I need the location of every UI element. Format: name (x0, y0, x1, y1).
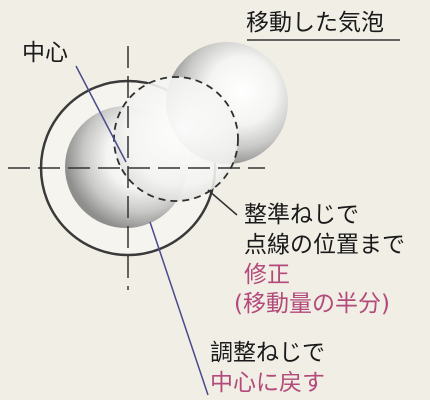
leveling-screw-label-line2: 点線の位置まで (244, 232, 405, 258)
center-label: 中心 (22, 40, 68, 66)
dashed-half-position (113, 76, 239, 202)
leveling-screw-label-line4: (移動量の半分) (234, 291, 390, 317)
adjusting-screw-label-line2: 中心に戻す (210, 370, 325, 396)
center-leader-line (75, 65, 127, 163)
adjusting-screw-label-line1: 調整ねじで (210, 340, 325, 366)
moved-bubble-label: 移動した気泡 (246, 10, 384, 36)
leveling-screw-label-line1: 整準ねじで (244, 202, 359, 228)
leveling-screw-leader-line (207, 189, 238, 216)
adjusting-screw-leader-line (149, 221, 209, 396)
leveling-screw-label-line3: 修正 (244, 262, 290, 288)
